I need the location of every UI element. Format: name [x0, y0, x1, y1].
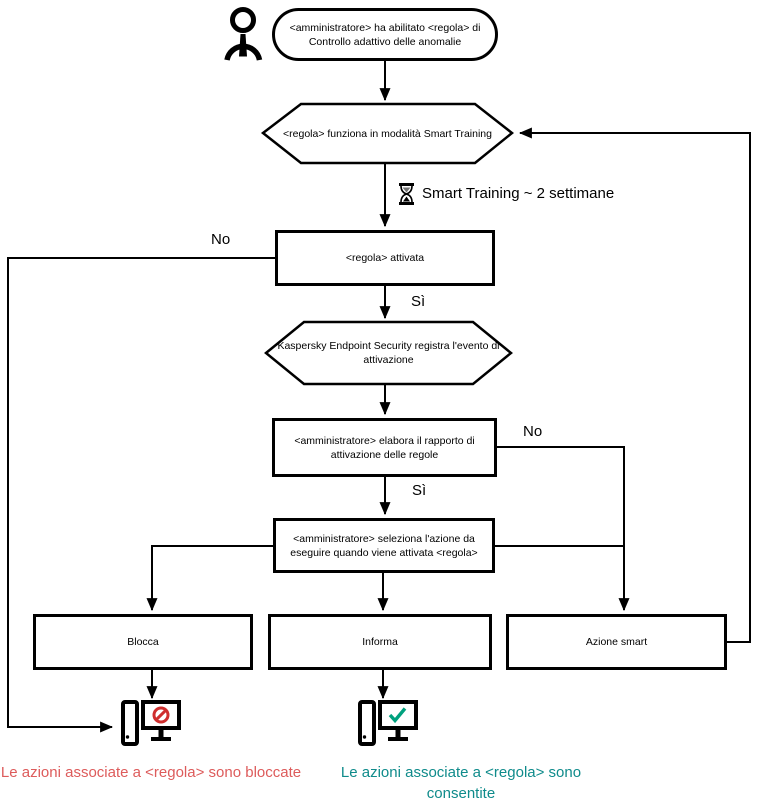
- administrator-icon: [224, 7, 263, 61]
- node-kes-event: Kaspersky Endpoint Security registra l'e…: [277, 340, 500, 366]
- computer-blocked-icon: [121, 700, 181, 746]
- hourglass-icon: [399, 183, 414, 205]
- hexagon-kes-event: [264, 320, 513, 386]
- outcome-blocked-text: Le azioni associate a <regola> sono bloc…: [0, 764, 302, 781]
- node-inform: Informa: [268, 614, 492, 670]
- check-icon: [388, 707, 407, 724]
- node-block: Blocca: [33, 614, 253, 670]
- edge-label-si-activation: Sì: [411, 293, 426, 310]
- node-smart-training: <regola> funziona in modalità Smart Trai…: [283, 127, 492, 140]
- node-admin-report: <amministratore> elabora il rapporto di …: [272, 418, 497, 477]
- prohibition-icon: [152, 706, 170, 724]
- edge-report-no-to-smart-action: [497, 446, 630, 612]
- edge-select-to-block: [146, 545, 273, 612]
- computer-allowed-icon: [358, 700, 418, 746]
- node-start: <amministratore> ha abilitato <regola> d…: [272, 8, 498, 61]
- edge-label-no-report: No: [523, 423, 543, 440]
- node-smart-action: Azione smart: [506, 614, 727, 670]
- hexagon-smart-training: [260, 102, 515, 165]
- edge-smart-action-loop-to-training: [518, 127, 751, 643]
- edge-activated-no-to-blocked-pc: [7, 257, 275, 733]
- edge-label-si-report: Sì: [412, 482, 427, 499]
- node-admin-select: <amministratore> seleziona l'azione da e…: [273, 518, 495, 573]
- outcome-allowed-text: Le azioni associate a <regola> sono cons…: [340, 764, 582, 802]
- training-duration-note: Smart Training ~ 2 settimane: [422, 185, 615, 202]
- edge-label-no-left: No: [211, 231, 231, 248]
- node-rule-activated: <regola> attivata: [275, 230, 495, 286]
